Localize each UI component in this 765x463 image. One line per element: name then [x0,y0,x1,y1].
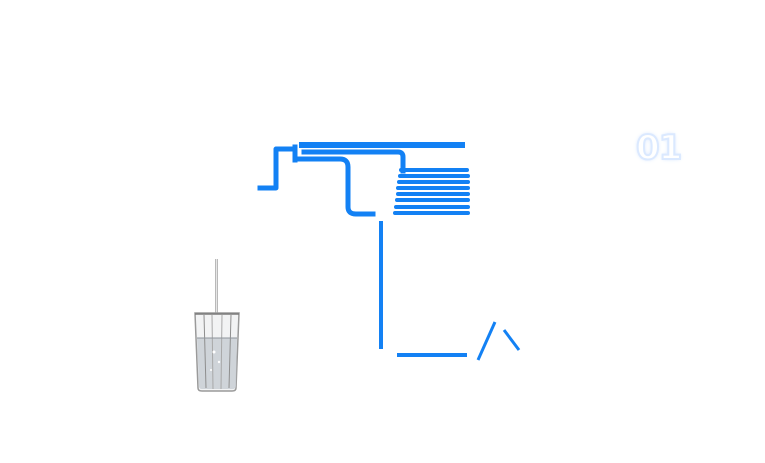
glass-facet [220,314,223,390]
coil-feed-pipe[interactable] [301,149,406,174]
angled-stroke-left[interactable] [476,321,497,361]
level-counter: 01 [635,127,683,169]
bubble [217,360,221,364]
bubble [212,350,216,354]
radiator-coil[interactable] [393,168,470,215]
glass-facet [228,314,232,389]
glass-facet [203,314,207,389]
glass-water [197,338,237,389]
inner-bend-pipe[interactable] [293,156,376,217]
angled-stroke-right[interactable] [502,329,521,351]
straw-highlight [216,259,217,339]
bubble [210,369,212,371]
drinking-glass-with-straw-icon[interactable] [194,259,240,392]
upper-pipe-segment[interactable] [257,146,295,191]
